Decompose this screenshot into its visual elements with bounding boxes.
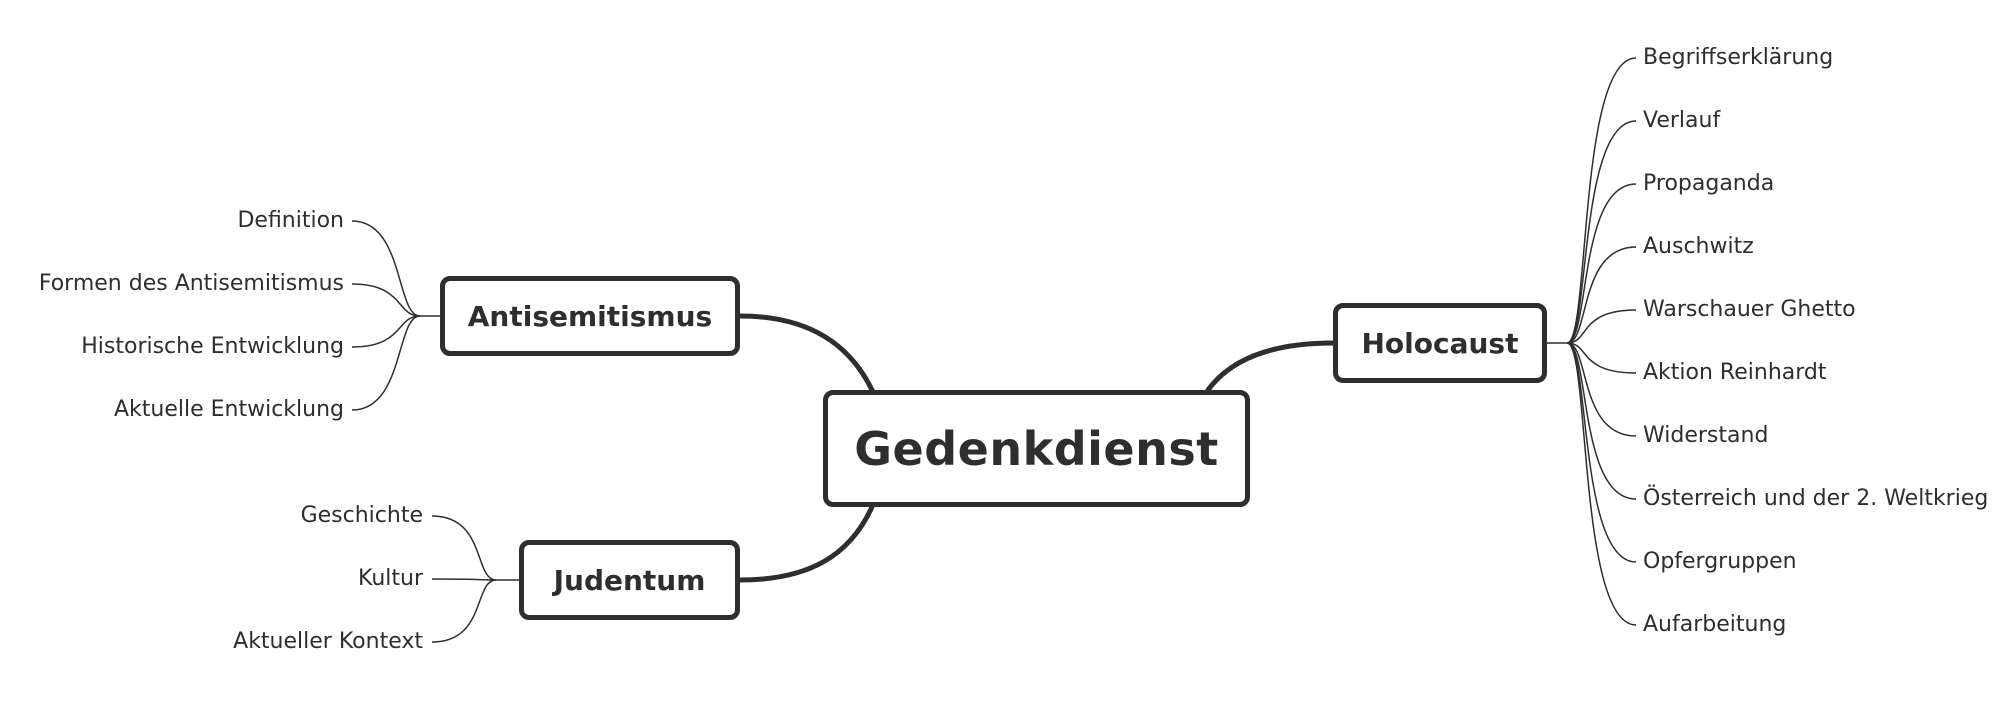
subtopic-aufarbeitung[interactable]: Aufarbeitung: [1643, 612, 1787, 637]
central-topic-label: Gedenkdienst: [854, 421, 1219, 476]
connector-holocaust-leaf-1: [1566, 120, 1637, 344]
subtopic-widerstand[interactable]: Widerstand: [1643, 423, 1769, 448]
subtopic-propaganda[interactable]: Propaganda: [1643, 171, 1775, 196]
subtopic-auschwitz[interactable]: Auschwitz: [1643, 234, 1754, 259]
subtopic-aktueller-kontext[interactable]: Aktueller Kontext: [233, 629, 423, 654]
connector-holocaust-leaf-0: [1566, 57, 1637, 344]
subtopic-aktuelle-entwicklung[interactable]: Aktuelle Entwicklung: [113, 397, 344, 422]
subtopic-oesterreich-und-der-2-weltkrieg[interactable]: Österreich und der 2. Weltkrieg: [1643, 486, 1989, 511]
subtopic-definition[interactable]: Definition: [237, 208, 344, 233]
central-topic[interactable]: Gedenkdienst: [823, 390, 1250, 507]
connector-central-judentum: [737, 504, 875, 583]
connector-judentum-leaf-0: [431, 515, 497, 581]
connector-judentum-leaf-1: [431, 578, 497, 581]
connector-judentum-leaf-2: [431, 579, 497, 643]
connector-holocaust-leaf-9: [1566, 342, 1637, 626]
connector-antisemitismus-leaf-0: [351, 220, 421, 317]
subtopic-begriffserklaerung[interactable]: Begriffserklärung: [1643, 45, 1834, 70]
subtopic-opfergruppen[interactable]: Opfergruppen: [1643, 549, 1797, 574]
subtopic-historische-entwicklung[interactable]: Historische Entwicklung: [81, 334, 344, 359]
subtopic-formen-des-antisemitismus[interactable]: Formen des Antisemitismus: [38, 271, 344, 296]
subtopic-aktion-reinhardt[interactable]: Aktion Reinhardt: [1643, 360, 1827, 385]
connector-holocaust-leaf-2: [1566, 183, 1637, 344]
topic-judentum-label: Judentum: [553, 563, 706, 597]
connector-holocaust-leaf-4: [1566, 309, 1637, 344]
subtopic-warschauer-ghetto[interactable]: Warschauer Ghetto: [1643, 297, 1856, 322]
connector-antisemitismus-leaf-3: [351, 315, 421, 411]
topic-antisemitismus[interactable]: Antisemitismus: [440, 276, 740, 356]
topic-antisemitismus-label: Antisemitismus: [467, 299, 713, 333]
connector-holocaust-leaf-6: [1566, 342, 1637, 437]
connector-antisemitismus-leaf-2: [351, 315, 421, 348]
topic-holocaust[interactable]: Holocaust: [1333, 303, 1547, 383]
connector-central-holocaust: [1205, 340, 1336, 393]
topic-holocaust-label: Holocaust: [1361, 326, 1519, 360]
connector-holocaust-leaf-3: [1566, 246, 1637, 344]
topic-judentum[interactable]: Judentum: [519, 540, 740, 620]
connector-antisemitismus-leaf-1: [351, 283, 421, 317]
subtopic-geschichte[interactable]: Geschichte: [300, 503, 423, 528]
connector-central-antisemitismus: [737, 313, 875, 393]
connector-holocaust-leaf-7: [1566, 342, 1637, 500]
connector-holocaust-leaf-5: [1566, 342, 1637, 374]
subtopic-verlauf[interactable]: Verlauf: [1643, 108, 1721, 133]
subtopic-kultur[interactable]: Kultur: [357, 566, 423, 591]
